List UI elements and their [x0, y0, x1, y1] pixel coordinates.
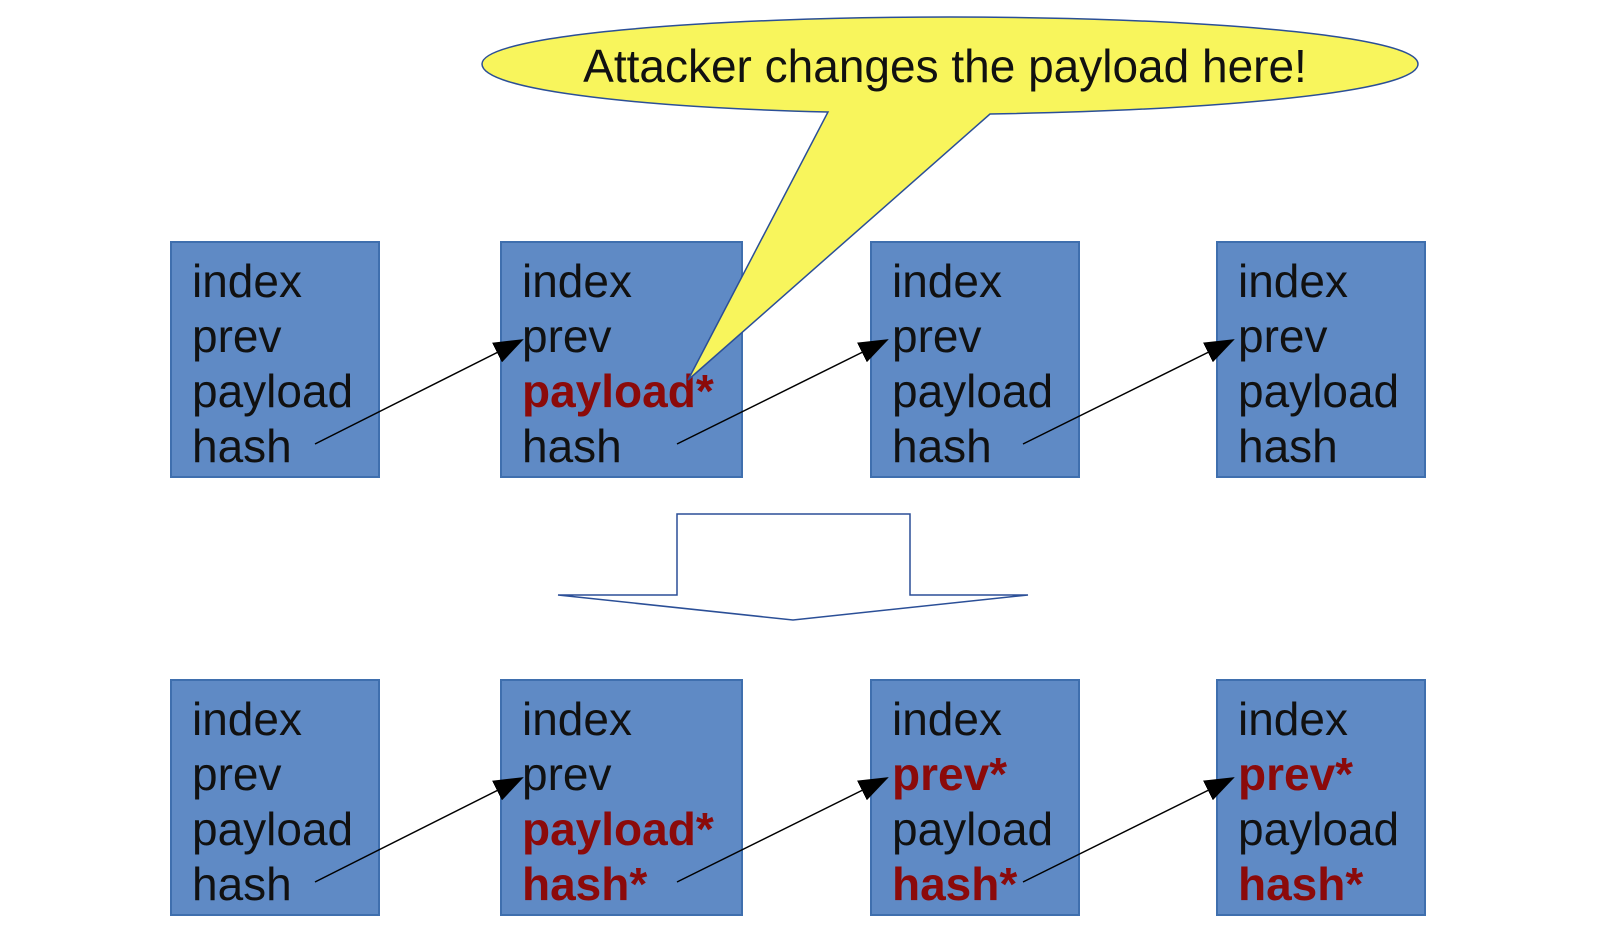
field-index: index [1238, 255, 1348, 307]
block-before-3: index prev payload hash [870, 241, 1080, 478]
field-index: index [192, 255, 302, 307]
field-index: index [192, 693, 302, 745]
field-index: index [892, 255, 1002, 307]
callout-bubble [481, 16, 1419, 381]
field-prev: prev [892, 310, 982, 362]
callout-text: Attacker changes the payload here! [583, 40, 1307, 92]
field-prev: prev* [1238, 748, 1354, 800]
field-hash: hash* [892, 858, 1018, 910]
field-payload: payload [1238, 365, 1400, 417]
field-hash: hash [1238, 420, 1338, 472]
hash-link-arrow [1022, 777, 1235, 883]
field-index: index [522, 255, 632, 307]
field-payload: payload [892, 365, 1054, 417]
hash-link-arrow [1022, 339, 1235, 445]
field-hash: hash* [522, 858, 648, 910]
block-before-4: index prev payload hash [1216, 241, 1426, 478]
hash-link-arrow [676, 777, 889, 883]
field-prev: prev [192, 310, 282, 362]
field-index: index [1238, 693, 1348, 745]
field-prev: prev [522, 748, 612, 800]
field-payload: payload* [522, 803, 714, 855]
field-payload: payload [892, 803, 1054, 855]
block-after-4: index prev* payload hash* [1216, 679, 1426, 916]
field-prev: prev [192, 748, 282, 800]
field-hash: hash [192, 858, 292, 910]
field-index: index [522, 693, 632, 745]
hash-link-arrow [676, 339, 889, 445]
field-payload: payload* [522, 365, 714, 417]
field-payload: payload [1238, 803, 1400, 855]
block-before-1: index prev payload hash [170, 241, 380, 478]
field-prev: prev* [892, 748, 1008, 800]
field-hash: hash [192, 420, 292, 472]
hash-link-arrow [314, 777, 524, 883]
field-prev: prev [522, 310, 612, 362]
field-hash: hash [522, 420, 622, 472]
block-after-2: index prev payload* hash* [500, 679, 743, 916]
block-after-1: index prev payload hash [170, 679, 380, 916]
field-hash: hash* [1238, 858, 1364, 910]
hash-link-arrow [314, 339, 524, 445]
block-after-3: index prev* payload hash* [870, 679, 1080, 916]
field-index: index [892, 693, 1002, 745]
field-prev: prev [1238, 310, 1328, 362]
field-payload: payload [192, 803, 354, 855]
field-payload: payload [192, 365, 354, 417]
field-hash: hash [892, 420, 992, 472]
transition-down-arrow [557, 513, 1029, 621]
